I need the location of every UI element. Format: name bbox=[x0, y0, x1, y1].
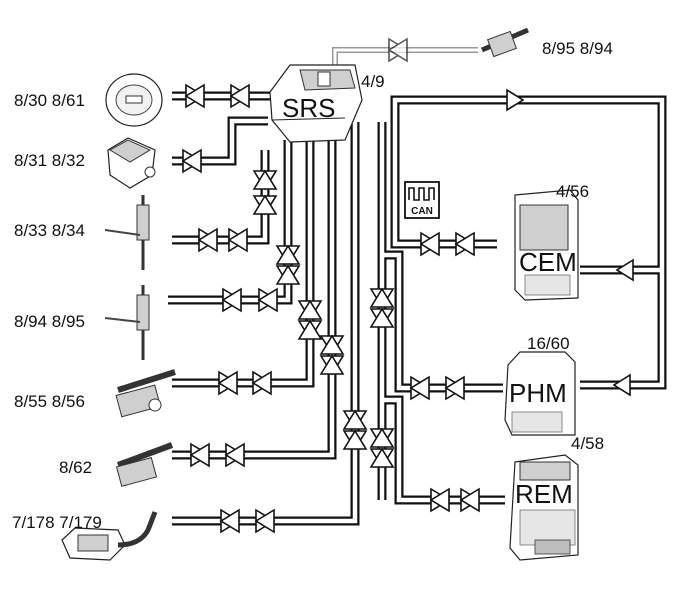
cem-module: CEM 4/56 bbox=[514, 182, 589, 301]
srs-module-name: SRS bbox=[282, 93, 335, 123]
passenger-airbag-icon bbox=[107, 137, 156, 189]
steering-airbag-icon bbox=[105, 73, 163, 127]
seatbelt-tensioner-front-icon bbox=[104, 195, 150, 270]
label-inflatable-curtain: 8/62 bbox=[59, 458, 92, 477]
label-top-connector: 8/95 8/94 bbox=[542, 39, 613, 58]
wire-core-w10 bbox=[392, 118, 497, 247]
can-badge-label: CAN bbox=[411, 206, 433, 217]
cem-module-name: CEM bbox=[519, 247, 577, 277]
phm-module-name: PHM bbox=[509, 378, 567, 408]
label-passenger-airbag: 8/31 8/32 bbox=[14, 151, 85, 170]
cem-module-number: 4/56 bbox=[556, 182, 589, 201]
wire-core-w8 bbox=[392, 97, 665, 388]
srs-module-number: 4/9 bbox=[361, 72, 385, 91]
label-crash-sensor: 7/178 7/179 bbox=[12, 513, 102, 532]
wire-core-w13 bbox=[382, 397, 505, 503]
wire-w10 bbox=[390, 118, 497, 249]
component-labels: 8/30 8/61 8/31 8/32 8/33 8/34 8/94 8/95 … bbox=[12, 39, 613, 532]
inflatable-curtain-icon bbox=[115, 442, 174, 487]
label-steering-airbag: 8/30 8/61 bbox=[14, 91, 85, 110]
crash-sensor-icon bbox=[61, 511, 158, 561]
label-seatbelt-tensioner-rear: 8/94 8/95 bbox=[14, 312, 85, 331]
rem-module-name: REM bbox=[515, 479, 573, 509]
phm-module: PHM 16/60 bbox=[504, 334, 576, 436]
side-airbag-icon bbox=[115, 369, 176, 418]
wire-core-w5 bbox=[172, 140, 313, 386]
wire-core-w2 bbox=[172, 118, 268, 164]
can-badge: CAN bbox=[404, 181, 440, 219]
wire-core-w12 bbox=[382, 252, 503, 391]
rem-module-number: 4/58 bbox=[571, 434, 604, 453]
rem-module: REM 4/58 bbox=[509, 434, 604, 561]
top-connector-icon bbox=[481, 27, 529, 58]
seatbelt-tensioner-rear-icon bbox=[104, 285, 150, 360]
label-seatbelt-tensioner-front: 8/33 8/34 bbox=[14, 221, 85, 240]
wire-core-w4 bbox=[168, 140, 291, 303]
phm-module-number: 16/60 bbox=[527, 334, 570, 353]
srs-module: SRS 4/9 bbox=[269, 64, 385, 143]
label-side-airbag: 8/55 8/56 bbox=[14, 392, 85, 411]
